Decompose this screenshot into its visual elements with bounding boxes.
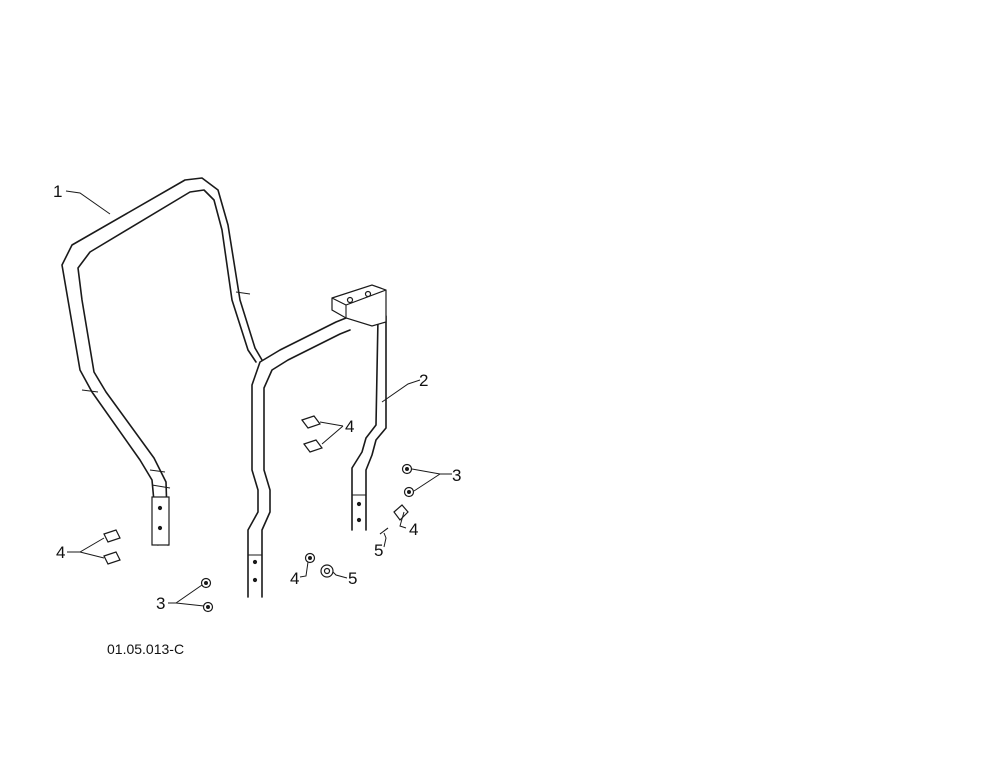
callout-part-3-left: 3 (156, 594, 165, 613)
callout-part-2: 2 (419, 371, 428, 390)
drawing-code: 01.05.013-C (107, 641, 184, 657)
hardware-items (103, 415, 415, 613)
callout-part-4-right: 4 (409, 520, 418, 539)
callout-part-1: 1 (53, 182, 62, 201)
roll-bar-frame-rear (61, 177, 263, 546)
callout-part-5-center: 5 (348, 569, 357, 588)
callout-part-3-right: 3 (452, 466, 461, 485)
callout-part-4-center: 4 (290, 569, 299, 588)
callout-part-4-upper: 4 (345, 417, 354, 436)
callout-part-4-left: 4 (56, 543, 65, 562)
roll-bar-frame-front (247, 284, 387, 598)
callout-part-5-right: 5 (374, 541, 383, 560)
callout-leaders (65, 190, 452, 607)
